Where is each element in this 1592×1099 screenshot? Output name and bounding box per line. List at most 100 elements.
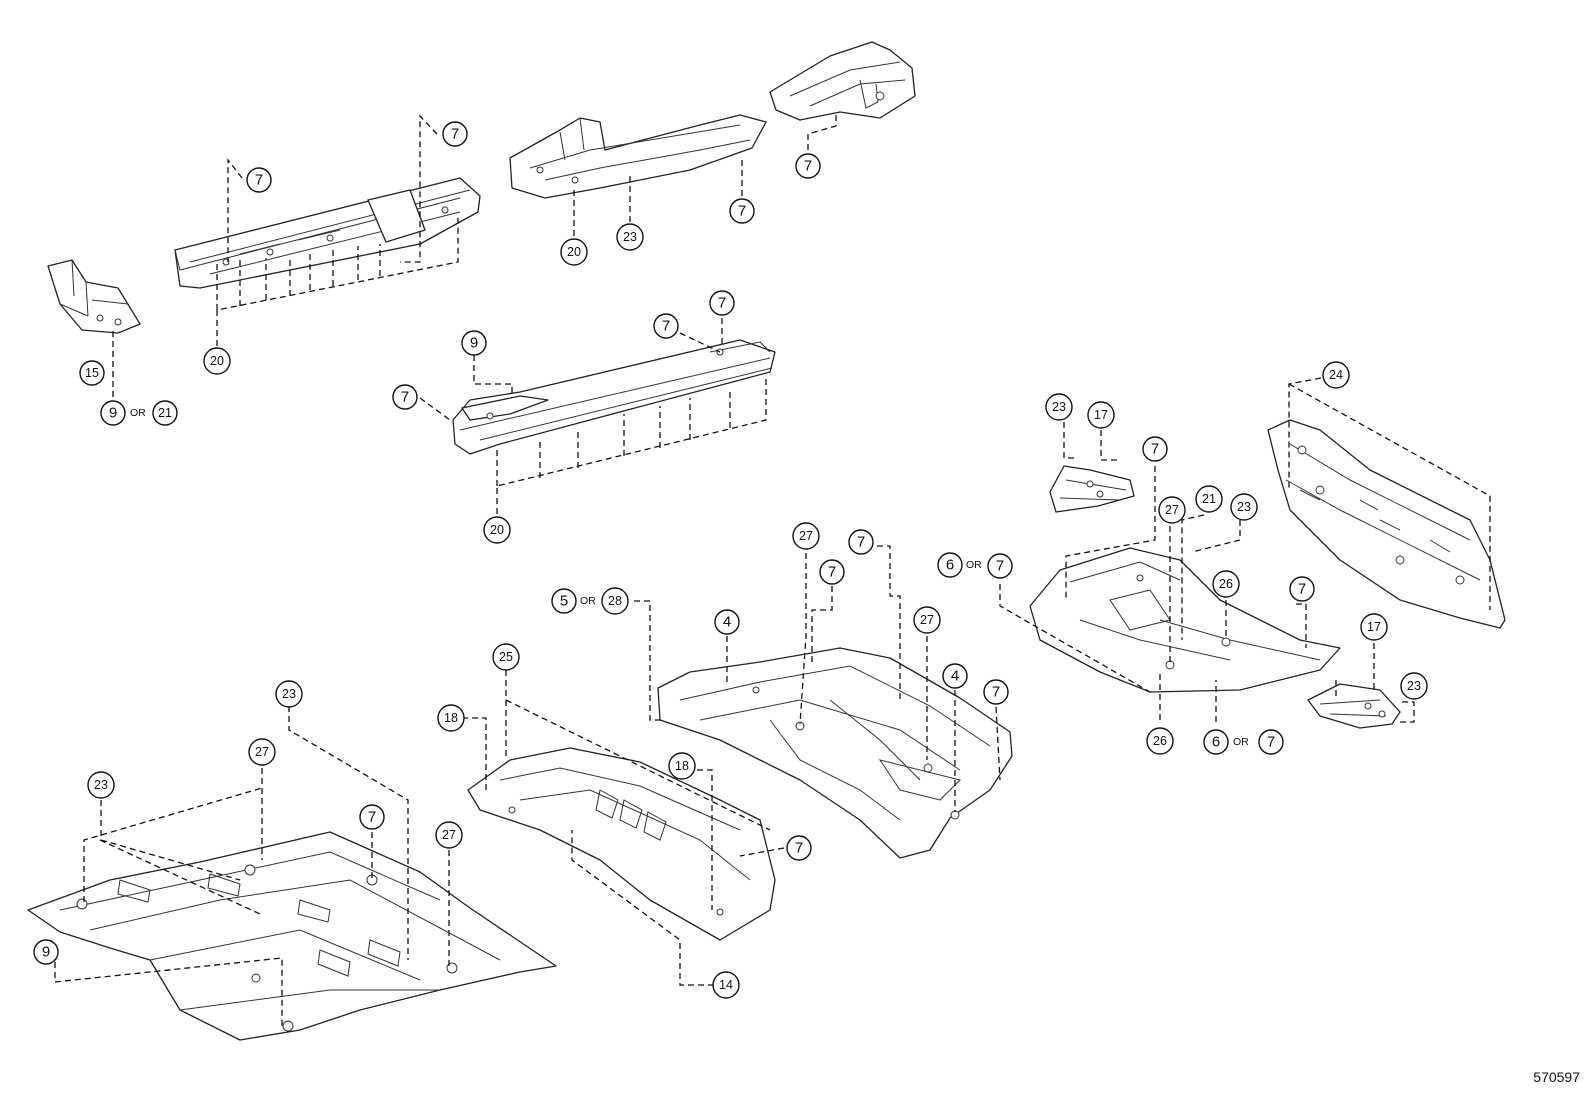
- svg-text:14: 14: [719, 978, 733, 992]
- callout-7: 7: [729, 198, 755, 224]
- callout-26: 26: [1146, 727, 1174, 755]
- callout-27: 27: [435, 821, 463, 849]
- floor-crossmember: [467, 747, 776, 941]
- callout-7: 7: [653, 313, 679, 339]
- or-label: OR: [1233, 736, 1249, 748]
- svg-text:7: 7: [996, 558, 1004, 575]
- svg-text:7: 7: [804, 158, 812, 175]
- svg-text:28: 28: [608, 594, 622, 608]
- callout-23: 23: [616, 223, 644, 251]
- svg-text:7: 7: [368, 809, 376, 826]
- svg-text:27: 27: [920, 613, 934, 627]
- svg-text:23: 23: [282, 687, 296, 701]
- callout-7: 7: [359, 804, 385, 830]
- rear-bracket-upper: [1049, 465, 1135, 513]
- callout-20: 20: [203, 347, 231, 375]
- callout-7: 7: [709, 290, 735, 316]
- callout-23: 23: [275, 680, 303, 708]
- svg-text:26: 26: [1219, 577, 1233, 591]
- drawing-number: 570597: [1533, 1069, 1580, 1085]
- callout-6: 6: [937, 552, 963, 578]
- svg-text:23: 23: [1407, 679, 1421, 693]
- svg-text:7: 7: [451, 126, 459, 143]
- callout-20: 20: [560, 238, 588, 266]
- rear-panel: [1267, 419, 1506, 629]
- svg-text:20: 20: [567, 245, 581, 259]
- callout-9: 9: [461, 330, 487, 356]
- svg-text:7: 7: [857, 534, 865, 551]
- callout-7: 7: [442, 121, 468, 147]
- callout-7: 7: [987, 553, 1013, 579]
- callout-6: 6: [1203, 729, 1229, 755]
- svg-text:7: 7: [828, 564, 836, 581]
- svg-text:27: 27: [255, 745, 269, 759]
- callout-21: 21: [1195, 485, 1223, 513]
- callout-4: 4: [942, 663, 968, 689]
- svg-text:17: 17: [1094, 408, 1108, 422]
- callout-23: 23: [1045, 393, 1073, 421]
- or-label: OR: [130, 407, 146, 419]
- svg-text:7: 7: [1151, 441, 1159, 458]
- svg-text:23: 23: [94, 778, 108, 792]
- callout-18: 18: [668, 752, 696, 780]
- svg-text:27: 27: [442, 828, 456, 842]
- svg-text:20: 20: [490, 523, 504, 537]
- callout-26: 26: [1212, 570, 1240, 598]
- rocker-panel-inner: [452, 339, 776, 455]
- callout-14: 14: [712, 971, 740, 999]
- svg-text:20: 20: [210, 354, 224, 368]
- leader-lines: [54, 112, 1491, 1026]
- callout-7: 7: [246, 167, 272, 193]
- svg-text:21: 21: [158, 406, 172, 420]
- callout-21: 21: [152, 400, 178, 426]
- svg-text:7: 7: [795, 840, 803, 857]
- svg-text:6: 6: [946, 557, 954, 574]
- callout-9: 9: [100, 400, 126, 426]
- side-member-upper: [174, 177, 481, 289]
- callout-9: 9: [33, 939, 59, 965]
- rear-bracket-lower: [1307, 683, 1401, 729]
- callout-24: 24: [1322, 361, 1350, 389]
- callout-7: 7: [1258, 729, 1284, 755]
- or-label: OR: [966, 559, 982, 571]
- callout-7: 7: [1289, 576, 1315, 602]
- svg-text:7: 7: [718, 295, 726, 312]
- callout-7: 7: [786, 835, 812, 861]
- svg-text:9: 9: [42, 944, 50, 961]
- svg-text:15: 15: [85, 366, 99, 380]
- callout-18: 18: [437, 704, 465, 732]
- svg-text:18: 18: [675, 759, 689, 773]
- callout-23: 23: [87, 771, 115, 799]
- side-member-front: [509, 114, 767, 199]
- callout-28: 28: [601, 587, 629, 615]
- svg-text:4: 4: [951, 668, 959, 685]
- svg-text:25: 25: [499, 650, 513, 664]
- callout-27: 27: [913, 606, 941, 634]
- svg-text:7: 7: [662, 318, 670, 335]
- callout-7: 7: [392, 384, 418, 410]
- svg-text:7: 7: [1298, 581, 1306, 598]
- svg-text:4: 4: [723, 614, 731, 631]
- callout-23: 23: [1230, 493, 1258, 521]
- callout-7: 7: [983, 679, 1009, 705]
- callout-20: 20: [483, 516, 511, 544]
- front-rail-end: [769, 41, 916, 121]
- callout-27: 27: [248, 738, 276, 766]
- callout-5: 5: [551, 588, 577, 614]
- svg-text:26: 26: [1153, 734, 1167, 748]
- svg-text:21: 21: [1202, 492, 1216, 506]
- svg-text:27: 27: [799, 529, 813, 543]
- svg-text:23: 23: [623, 230, 637, 244]
- callout-7: 7: [1142, 436, 1168, 462]
- svg-text:18: 18: [444, 711, 458, 725]
- svg-text:7: 7: [738, 203, 746, 220]
- svg-text:9: 9: [470, 335, 478, 352]
- or-label: OR: [580, 595, 596, 607]
- svg-text:7: 7: [255, 172, 263, 189]
- callout-25: 25: [492, 643, 520, 671]
- svg-text:7: 7: [401, 389, 409, 406]
- callout-7: 7: [819, 559, 845, 585]
- callout-17: 17: [1087, 401, 1115, 429]
- svg-text:17: 17: [1367, 620, 1381, 634]
- svg-text:24: 24: [1329, 368, 1343, 382]
